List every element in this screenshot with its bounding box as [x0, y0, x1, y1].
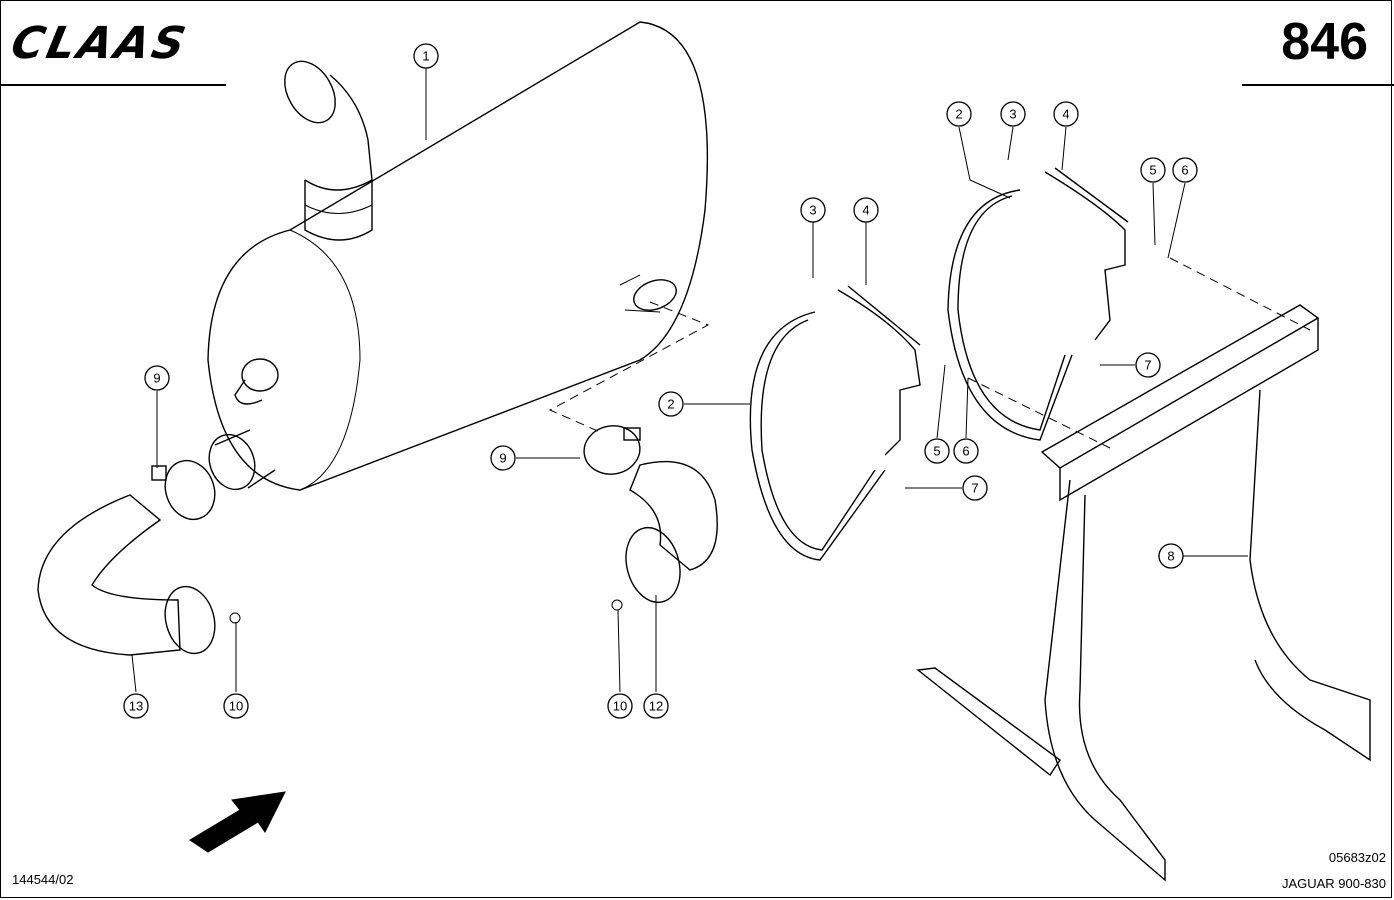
svg-text:2: 2	[955, 107, 962, 122]
callout-4: 4	[1053, 101, 1079, 127]
svg-text:8: 8	[1167, 549, 1174, 564]
svg-text:2: 2	[667, 397, 674, 412]
callout-3: 3	[800, 197, 826, 223]
svg-text:4: 4	[1062, 107, 1069, 122]
svg-text:5: 5	[933, 444, 940, 459]
left-hose-assembly	[37, 459, 241, 656]
svg-text:9: 9	[153, 371, 160, 386]
assembly-direction-arrow	[189, 791, 286, 853]
svg-text:7: 7	[971, 481, 978, 496]
svg-text:10: 10	[613, 699, 627, 714]
leader-lines	[131, 68, 1248, 693]
callout-6: 6	[953, 438, 979, 464]
drawing-number: 144544/02	[12, 872, 74, 887]
center-hose-assembly	[583, 425, 718, 611]
callout-10: 10	[607, 693, 633, 719]
callout-1: 1	[413, 43, 439, 69]
callout-12: 12	[643, 693, 669, 719]
muffler-drawing	[207, 21, 708, 491]
callout-7: 7	[962, 475, 988, 501]
callout-5: 5	[1140, 157, 1166, 183]
callout-2: 2	[658, 391, 684, 417]
svg-text:13: 13	[129, 699, 143, 714]
header-rule-left	[0, 84, 226, 86]
callout-5: 5	[924, 438, 950, 464]
svg-text:7: 7	[1144, 358, 1151, 373]
callout-13: 13	[123, 693, 149, 719]
callout-7: 7	[1135, 352, 1161, 378]
svg-text:9: 9	[499, 451, 506, 466]
svg-text:5: 5	[1149, 163, 1156, 178]
callout-9: 9	[144, 365, 170, 391]
svg-text:3: 3	[809, 203, 816, 218]
upper-strap-assembly	[947, 167, 1129, 441]
alignment-line-1	[548, 301, 710, 433]
svg-text:6: 6	[962, 444, 969, 459]
svg-text:1: 1	[422, 49, 429, 64]
page-number: 846	[1281, 13, 1368, 71]
alignment-line-2	[1169, 257, 1311, 331]
figure-code: 05683z02	[1328, 850, 1386, 865]
callout-4: 4	[853, 197, 879, 223]
alignment-line-3	[967, 377, 1111, 449]
callout-3: 3	[1000, 101, 1026, 127]
callout-9: 9	[490, 445, 516, 471]
svg-text:6: 6	[1181, 163, 1188, 178]
svg-text:4: 4	[862, 203, 869, 218]
mounting-frame-drawing	[916, 304, 1371, 882]
callout-8: 8	[1158, 543, 1184, 569]
callout-2: 2	[946, 101, 972, 127]
callout-6: 6	[1172, 157, 1198, 183]
header-rule-right	[1242, 84, 1394, 86]
callout-10: 10	[223, 693, 249, 719]
svg-text:3: 3	[1009, 107, 1016, 122]
svg-text:10: 10	[229, 699, 243, 714]
model-label: JAGUAR 900-830	[1281, 876, 1386, 891]
lower-strap-assembly	[749, 285, 921, 561]
svg-text:12: 12	[649, 699, 663, 714]
